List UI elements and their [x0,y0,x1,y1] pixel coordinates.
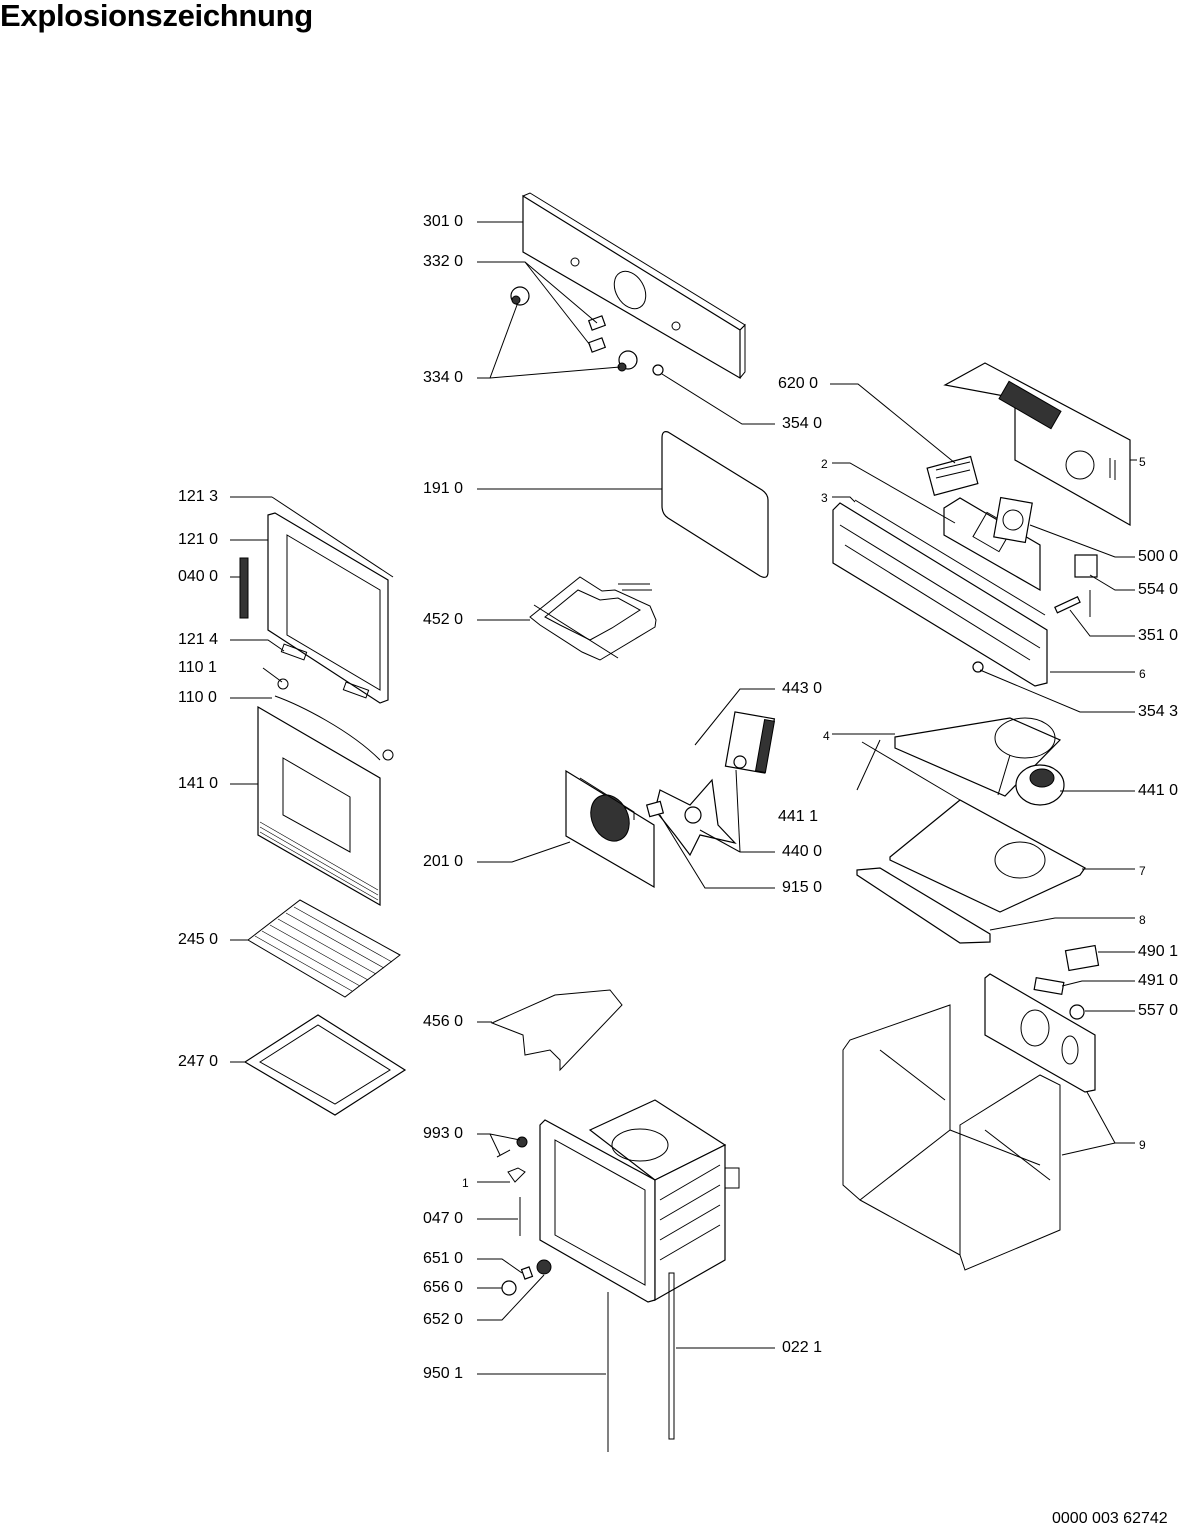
part-label-191-0: 191 0 [423,480,464,497]
door-spacer-part [280,643,370,699]
part-label-443-0: 443 0 [782,680,823,697]
part-label-9: 9 [1139,1138,1146,1152]
document-number: 0000 003 62742 [1052,1510,1168,1527]
part-label-452-0: 452 0 [423,611,464,628]
part-label-110-0: 110 0 [178,689,217,706]
part-label-2: 2 [821,457,828,471]
part-label-554-0: 554 0 [1138,581,1179,598]
part-label-441-0: 441 0 [1138,782,1179,799]
part-label-121-3: 121 3 [178,488,219,505]
thermostat-part [1074,554,1098,617]
shaft-part-lower [587,337,607,353]
part-label-247-0: 247 0 [178,1053,219,1070]
part-label-456-0: 456 0 [423,1013,464,1030]
door-top-trim-part [271,496,394,578]
knob-part-left [510,286,530,306]
part-label-245-0: 245 0 [178,931,219,948]
part-label-557-0: 557 0 [1138,1002,1179,1019]
part-label-1: 1 [462,1176,469,1190]
page-title: Explosionszeichnung [0,0,313,33]
part-label-915-0: 915 0 [782,879,823,896]
lamp-cap-part [652,364,664,376]
cooling-fan-part [1015,764,1065,806]
part-label-652-0: 652 0 [423,1311,464,1328]
back-panel-part [984,973,1096,1093]
inner-door-frame-part [267,512,389,704]
terminal-block-part [1033,976,1065,996]
clip-part [507,1167,526,1183]
baking-tray-part [243,1014,407,1116]
sensor-rod-part [1054,595,1081,614]
part-label-620-0: 620 0 [778,375,819,392]
part-label-301-0: 301 0 [423,213,464,230]
fan-nut-part [645,800,665,818]
part-label-441-1: 441 1 [778,808,819,825]
part-label-993-0: 993 0 [423,1125,464,1142]
control-panel-front [522,192,746,380]
strip-part [861,741,961,801]
part-label-354-0: 354 0 [782,415,823,432]
part-label-351-0: 351 0 [1138,627,1179,644]
cavity-seal-part [668,1272,675,1440]
knob-part-right [617,350,638,372]
part-label-047-0: 047 0 [423,1210,464,1227]
part-label-656-0: 656 0 [423,1279,464,1296]
screw-nut-part [496,1136,528,1158]
small-switch-part [1069,1004,1085,1020]
selector-switch-part [926,455,979,496]
fan-wheel-part [654,778,737,857]
part-label-950-1: 950 1 [423,1365,464,1382]
part-label-4: 4 [823,729,830,743]
part-label-110-1: 110 1 [178,659,217,676]
housing-frame-part [842,1004,1061,1271]
door-gasket-part [661,431,769,578]
bottom-heater-part [490,989,623,1072]
front-strip-part [856,867,991,944]
fan-cover-part [565,769,655,889]
fascia-frame-part [832,499,1048,687]
part-label-490-1: 490 1 [1138,943,1179,960]
oven-cavity-part [539,1099,740,1303]
part-label-3: 3 [821,491,828,505]
top-heater-part [529,576,657,661]
outer-door-glass-part [257,705,381,907]
part-label-6: 6 [1139,667,1146,681]
fan-motor-part [724,711,776,774]
control-bracket-part [943,362,1131,527]
part-label-022-1: 022 1 [782,1339,823,1356]
lamp-bulb-part [520,1266,534,1280]
part-label-141-0: 141 0 [178,775,219,792]
lamp-cover-part [501,1280,517,1296]
part-label-651-0: 651 0 [423,1250,464,1267]
part-label-5: 5 [1139,455,1146,469]
part-label-201-0: 201 0 [423,853,464,870]
part-label-332-0: 332 0 [423,253,464,270]
part-label-121-4: 121 4 [178,631,219,648]
clock-module-part [993,496,1033,544]
part-label-500-0: 500 0 [1138,548,1179,565]
connector-cover-part [1064,944,1100,972]
part-label-354-3: 354 3 [1138,703,1179,720]
part-label-121-0: 121 0 [178,531,219,548]
lamp-socket-part [536,1259,552,1275]
wire-shelf-part [247,899,401,998]
part-label-7: 7 [1139,864,1146,878]
bottom-plate-part [889,799,1086,913]
door-handle-part [274,678,394,761]
part-label-8: 8 [1139,913,1146,927]
part-label-040-0: 040 0 [178,568,219,585]
part-label-440-0: 440 0 [782,843,823,860]
part-label-334-0: 334 0 [423,369,464,386]
knob-part-small [972,661,984,673]
part-label-491-0: 491 0 [1138,972,1179,989]
hinge-part [239,557,249,619]
